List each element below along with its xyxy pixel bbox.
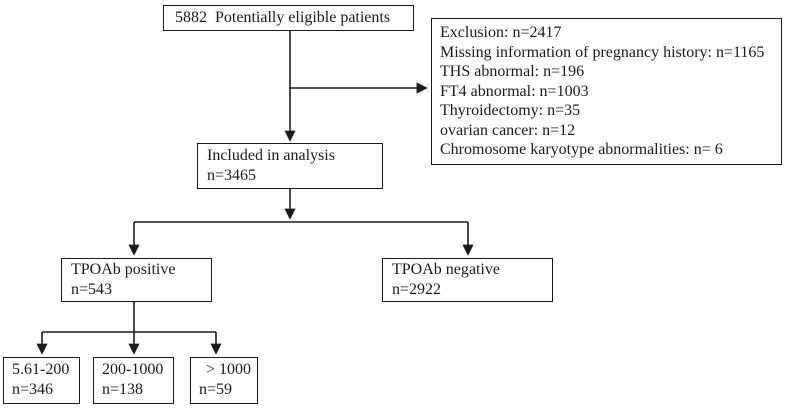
subgroup-mid-range: 200-1000 — [102, 361, 164, 378]
exclusion-line-chromosome: Chromosome karyotype abnormalities: n= 6 — [440, 141, 723, 158]
tpoab-positive-count: n=543 — [71, 281, 113, 298]
included-in-analysis-box: Included in analysis n=3465 — [197, 143, 383, 189]
exclusion-line-thyroidectomy: Thyroidectomy: n=35 — [440, 102, 581, 119]
exclusion-box: Exclusion: n=2417 Missing information of… — [431, 18, 782, 165]
subgroup-low-range: 5.61-200 — [12, 361, 70, 378]
tpoab-positive-box: TPOAb positive n=543 — [61, 258, 212, 302]
exclusion-line-ft4-abnormal: FT4 abnormal: n=1003 — [440, 82, 589, 100]
tpoab-negative-title: TPOAb negative — [392, 261, 500, 278]
subgroup-box-200-1000: 200-1000 n=138 — [93, 357, 174, 404]
included-title: Included in analysis — [207, 147, 335, 164]
subgroup-low-count: n=346 — [12, 381, 54, 398]
exclusion-line-ths-abnormal: THS abnormal: n=196 — [440, 63, 585, 80]
eligible-patients-box: 5882 Potentially eligible patients — [163, 5, 414, 31]
subgroup-high-count: n=59 — [199, 381, 233, 398]
included-count: n=3465 — [207, 167, 257, 184]
exclusion-line-ovarian-cancer: ovarian cancer: n=12 — [440, 121, 576, 139]
subgroup-box-gt-1000: > 1000 n=59 — [190, 357, 258, 404]
tpoab-negative-count: n=2922 — [392, 281, 442, 298]
subgroup-mid-count: n=138 — [102, 381, 144, 398]
exclusion-line-total: Exclusion: n=2417 — [440, 24, 562, 41]
exclusion-line-missing-history: Missing information of pregnancy history… — [440, 43, 765, 61]
subgroup-box-5-61-200: 5.61-200 n=346 — [3, 357, 80, 404]
eligible-patients-label: 5882 Potentially eligible patients — [175, 9, 391, 26]
subgroup-high-range: > 1000 — [206, 361, 252, 378]
tpoab-negative-box: TPOAb negative n=2922 — [382, 258, 553, 302]
tpoab-positive-title: TPOAb positive — [71, 261, 176, 278]
